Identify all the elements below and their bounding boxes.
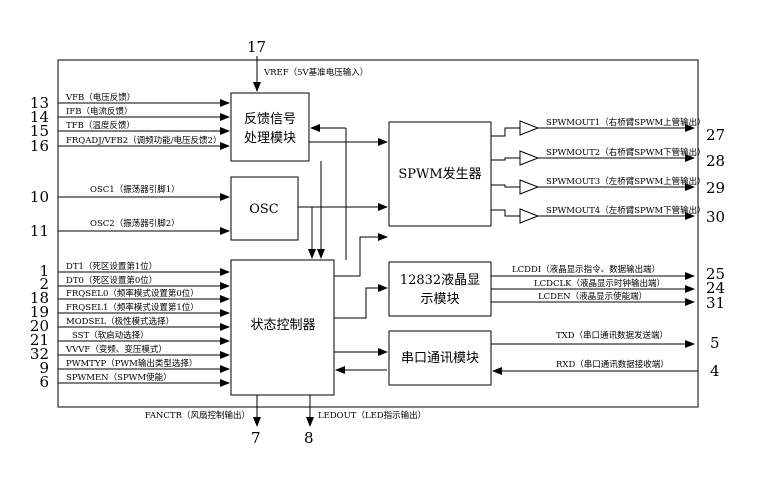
svg-text:LCDEN（液晶显示使能端）: LCDEN（液晶显示使能端） [538,291,647,302]
svg-text:SPWMEN（SPWM使能）: SPWMEN（SPWM使能） [66,372,172,383]
svg-text:11: 11 [30,222,49,240]
spwm-output-2: SPWMOUT2（右桥臂SPWM下管输出） 28 [491,147,725,170]
feedback-block: 反馈信号 处理模块 [230,92,310,162]
osc-block-label: OSC [249,202,279,217]
lcd-output-2: LCDCLK（液晶显示时钟输出端） 24 [491,278,725,297]
lcd-block-line2: 示模块 [420,292,459,307]
state-input-5: 20 MODSEL（极性模式选择） [30,316,230,335]
lcd-output-1: LCDDI（液晶显示指令、数据输出端） 25 [491,264,725,283]
svg-text:30: 30 [706,208,725,226]
svg-text:OSC2（振荡器引脚2）: OSC2（振荡器引脚2） [90,218,180,229]
lcd-output-3: LCDEN（液晶显示使能端） 31 [491,291,725,312]
svg-text:DT1（死区设置第1位）: DT1（死区设置第1位） [66,261,157,272]
serial-rxd: RXD（串口通讯数据接收端） 4 [492,359,720,380]
state-input-3: 18 FRQSEL0（频率模式设置第0位） [30,288,230,307]
svg-text:6: 6 [39,373,49,391]
svg-text:DT0（死区设置第0位）: DT0（死区设置第0位） [66,275,157,286]
svg-text:FANCTR（风扇控制输出）: FANCTR（风扇控制输出） [145,410,250,421]
svg-text:LCDDI（液晶显示指令、数据输出端）: LCDDI（液晶显示指令、数据输出端） [512,264,660,275]
svg-text:SPWMOUT1（右桥臂SPWM上管输出）: SPWMOUT1（右桥臂SPWM上管输出） [546,117,706,128]
svg-text:25: 25 [706,265,725,283]
svg-text:VVVF（变频、变压模式）: VVVF（变频、变压模式） [65,344,167,355]
state-input-2: 2 DT0（死区设置第0位） [39,275,230,293]
svg-text:LEDOUT（LED指示输出）: LEDOUT（LED指示输出） [318,410,426,421]
osc-input-1: 10 OSC1（振荡器引脚1） [30,184,230,206]
svg-text:FRQADJ/VFB2（调频功能/电压反馈2）: FRQADJ/VFB2（调频功能/电压反馈2） [66,135,221,146]
svg-text:FRQSEL0（频率模式设置第0位）: FRQSEL0（频率模式设置第0位） [66,288,199,299]
svg-text:18: 18 [30,289,49,307]
serial-txd: TXD（串口通讯数据发送端） 5 [491,330,720,352]
svg-text:MODSEL（极性模式选择）: MODSEL（极性模式选择） [66,316,174,327]
svg-text:27: 27 [706,126,725,144]
state-input-6: 21 SST（软启动选择） [30,330,230,349]
svg-text:28: 28 [706,152,725,170]
pin-7: FANCTR（风扇控制输出） 7 [145,395,261,447]
spwm-block-label: SPWM发生器 [398,166,481,182]
svg-text:24: 24 [706,279,725,297]
feedback-input-3: 15 TFB（温度反馈） [30,120,230,140]
state-input-9: 6 SPWMEN（SPWM使能） [39,372,230,391]
svg-text:VFB（电压反馈）: VFB（电压反馈） [65,92,135,103]
state-input-1: 1 DT1（死区设置第1位） [39,261,230,280]
svg-text:9: 9 [39,359,49,377]
feedback-block-line1: 反馈信号 [244,112,296,127]
spwm-output-1: SPWMOUT1（右桥臂SPWM上管输出） 27 [491,117,725,144]
svg-text:FRQSEL1（频率模式设置第1位）: FRQSEL1（频率模式设置第1位） [66,302,199,313]
state-input-8: 9 PWMTYP（PWM输出类型选择） [39,358,230,377]
svg-text:SST（软启动选择）: SST（软启动选择） [72,330,149,341]
svg-text:20: 20 [30,317,49,335]
lcd-block-line1: 12832液晶显 [400,273,480,288]
svg-text:15: 15 [30,122,49,140]
feedback-block-line2: 处理模块 [244,131,296,146]
spwm-block: SPWM发生器 [388,121,492,227]
osc-block: OSC [230,176,299,241]
state-controller-block: 状态控制器 [230,259,335,396]
svg-text:14: 14 [30,108,49,126]
feedback-input-4: 16 FRQADJ/VFB2（调频功能/电压反馈2） [30,135,230,155]
serial-block-label: 串口通讯模块 [401,351,479,366]
svg-text:4: 4 [710,362,720,380]
serial-block: 串口通讯模块 [388,330,492,386]
svg-text:21: 21 [30,331,49,349]
lcd-block: 12832液晶显 示模块 [388,261,492,317]
svg-text:7: 7 [251,429,261,447]
state-input-4: 19 FRQSEL1（频率模式设置第1位） [30,302,230,321]
svg-text:SPWMOUT2（右桥臂SPWM下管输出）: SPWMOUT2（右桥臂SPWM下管输出） [546,147,706,158]
svg-text:32: 32 [30,345,49,363]
svg-text:13: 13 [30,94,49,112]
svg-text:19: 19 [30,303,49,321]
internal-connections [298,124,388,374]
svg-text:29: 29 [706,179,725,197]
osc-input-2: 11 OSC2（振荡器引脚2） [30,218,230,240]
state-input-7: 32 VVVF（变频、变压模式） [30,344,230,363]
spwm-output-3: SPWMOUT3（左桥臂SPWM上管输出） 29 [491,176,725,197]
feedback-input-2: 14 IFB（电流反馈） [30,106,230,126]
svg-text:RXD（串口通讯数据接收端）: RXD（串口通讯数据接收端） [556,359,669,370]
svg-text:16: 16 [30,137,49,155]
spwm-output-4: SPWMOUT4（左桥臂SPWM下管输出） 30 [491,205,725,226]
svg-text:5: 5 [710,334,720,352]
pin-8: LEDOUT（LED指示输出） 8 [304,395,426,447]
pin-17-number: 17 [247,38,266,56]
svg-text:PWMTYP（PWM输出类型选择）: PWMTYP（PWM输出类型选择） [66,358,197,369]
svg-text:SPWMOUT3（左桥臂SPWM上管输出）: SPWMOUT3（左桥臂SPWM上管输出） [546,176,706,187]
svg-text:10: 10 [30,188,49,206]
svg-text:1: 1 [39,262,49,280]
svg-text:TFB（温度反馈）: TFB（温度反馈） [66,120,135,131]
svg-text:SPWMOUT4（左桥臂SPWM下管输出）: SPWMOUT4（左桥臂SPWM下管输出） [546,205,706,216]
svg-text:TXD（串口通讯数据发送端）: TXD（串口通讯数据发送端） [556,330,668,341]
svg-text:2: 2 [39,275,49,293]
state-controller-label: 状态控制器 [250,318,315,333]
pin-17-label: VREF（5V基准电压输入） [263,67,368,78]
svg-text:31: 31 [706,294,725,312]
chip-boundary [57,59,699,408]
feedback-input-1: 13 VFB（电压反馈） [30,92,230,112]
svg-text:IFB（电流反馈）: IFB（电流反馈） [66,106,133,117]
svg-text:8: 8 [304,429,314,447]
svg-text:OSC1（振荡器引脚1）: OSC1（振荡器引脚1） [90,184,180,195]
svg-text:LCDCLK（液晶显示时钟输出端）: LCDCLK（液晶显示时钟输出端） [534,278,665,289]
